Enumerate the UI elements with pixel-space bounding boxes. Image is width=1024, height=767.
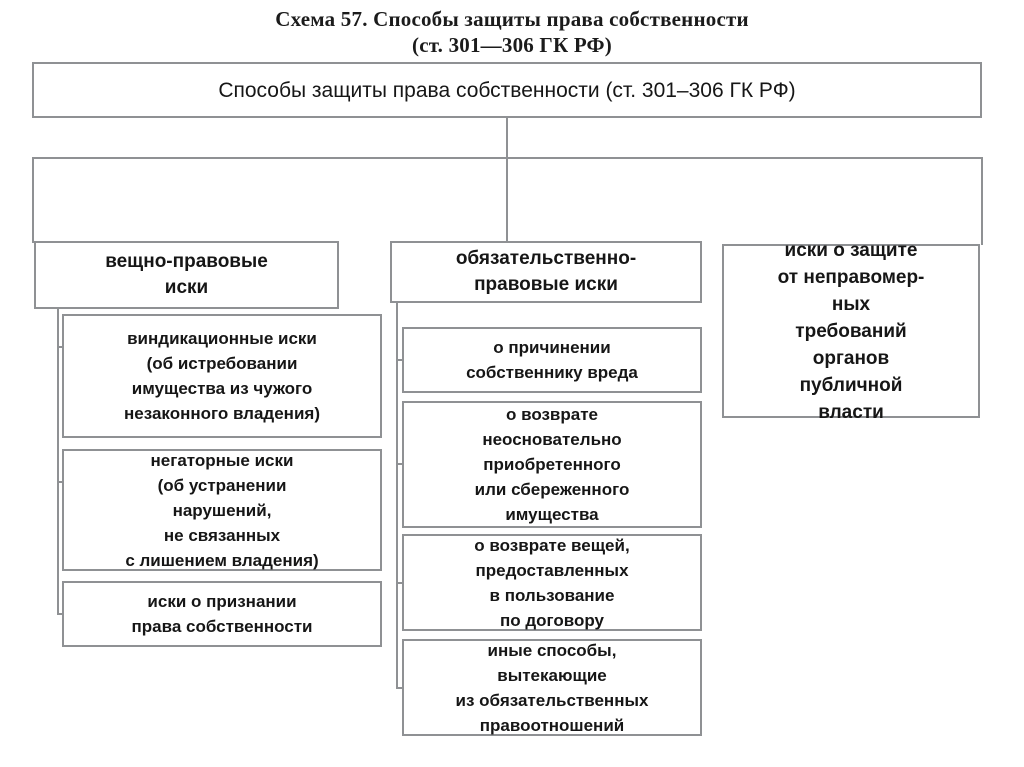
node-recognition-of-ownership-claims: иски о признании права собственности [62, 581, 382, 647]
node-category-public-authority-claims-label: иски о защите от неправомер- ных требова… [777, 239, 925, 423]
page-title: Схема 57. Способы защиты права собственн… [0, 6, 1024, 58]
node-unjust-enrichment: о возврате неосновательно приобретенного… [402, 401, 702, 528]
node-category-property-claims-label: вещно-правовые иски [105, 251, 268, 298]
page-title-line-2: (ст. 301—306 ГК РФ) [412, 33, 612, 57]
node-damage-to-owner: о причинении собственнику вреда [402, 327, 702, 393]
connector-stub-left-1 [57, 346, 64, 348]
node-unjust-enrichment-label: о возврате неосновательно приобретенного… [474, 405, 630, 524]
node-negatory-claims-label: негаторные иски (об устранении нарушений… [125, 450, 319, 570]
connector-stub-left-2 [57, 481, 64, 483]
node-damage-to-owner-label: о причинении собственнику вреда [466, 338, 638, 382]
page-title-line-1: Схема 57. Способы защиты права собственн… [275, 7, 749, 31]
connector-rail-left [57, 309, 59, 615]
node-other-methods-label: иные способы, вытекающие из обязательств… [455, 640, 649, 735]
node-category-obligation-claims-label: обязательственно- правовые иски [455, 248, 637, 295]
node-category-property-claims: вещно-правовые иски [34, 241, 339, 309]
connector-drop-right [981, 157, 983, 245]
connector-stub-middle-4 [396, 687, 404, 689]
node-negatory-claims: негаторные иски (об устранении нарушений… [62, 449, 382, 571]
connector-drop-left [32, 157, 34, 243]
node-vindication-claims-label: виндикационные иски (об истребовании иму… [124, 329, 320, 423]
connector-stub-left-3 [57, 613, 64, 615]
node-return-of-things-label: о возврате вещей, предоставленных в поль… [474, 535, 630, 630]
node-vindication-claims: виндикационные иски (об истребовании иму… [62, 314, 382, 438]
node-category-obligation-claims: обязательственно- правовые иски [390, 241, 702, 303]
node-root: Способы защиты права собственности (ст. … [32, 62, 982, 118]
node-recognition-of-ownership-claims-label: иски о признании права собственности [131, 592, 313, 636]
node-category-public-authority-claims: иски о защите от неправомер- ных требова… [722, 240, 980, 423]
connector-rail-middle [396, 303, 398, 688]
node-return-of-things: о возврате вещей, предоставленных в поль… [402, 534, 702, 631]
node-root-label: Способы защиты права собственности (ст. … [218, 78, 796, 102]
connector-stub-middle-3 [396, 582, 404, 584]
connector-stub-middle-1 [396, 359, 404, 361]
connector-root-trunk [506, 118, 508, 242]
connector-bracket [32, 157, 983, 159]
connector-stub-middle-2 [396, 463, 404, 465]
node-other-methods: иные способы, вытекающие из обязательств… [402, 639, 702, 736]
